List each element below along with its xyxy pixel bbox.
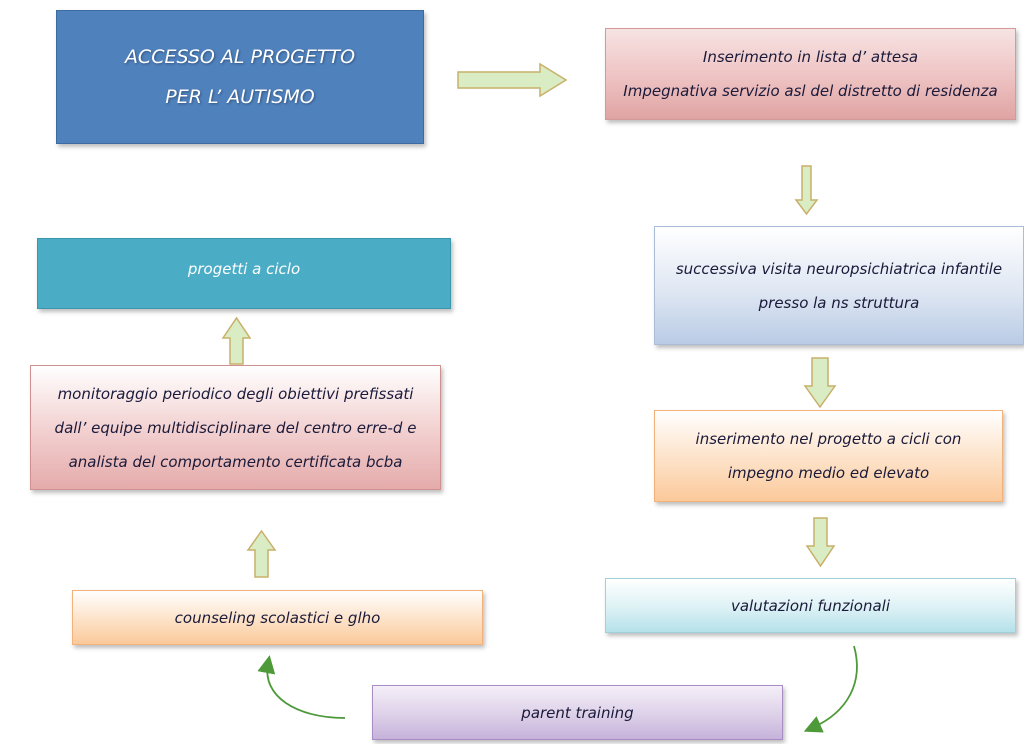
waiting-list-line: Impegnativa servizio asl del distretto d…	[623, 82, 998, 100]
evaluation-line: valutazioni funzionali	[730, 596, 891, 615]
curved-arrow-icon	[803, 645, 858, 733]
insertion-line: impegno medio ed elevato	[727, 464, 930, 482]
insertion-line: inserimento nel progetto a cicli con	[695, 430, 962, 448]
curved-arrow-icon	[257, 655, 346, 719]
counseling-line: counseling scolastici e glho	[174, 608, 381, 627]
arrow-down-icon	[803, 357, 837, 409]
parent-training-line: parent training	[521, 703, 634, 722]
arrow-up-icon	[221, 316, 252, 365]
cycle-projects-box: progetti a ciclo	[37, 238, 451, 309]
start-box-line: PER L’ AUTISMO	[165, 86, 315, 108]
start-box-line: ACCESSO AL PROGETTO	[124, 46, 356, 68]
visit-line: presso la ns struttura	[758, 293, 920, 312]
waiting-list-box: Inserimento in lista d’ attesa Impegnati…	[605, 28, 1016, 120]
visit-line: successiva visita neuropsichiatrica infa…	[675, 259, 1003, 278]
functional-evaluation-box: valutazioni funzionali	[605, 578, 1016, 633]
neuropsychiatric-visit-box: successiva visita neuropsichiatrica infa…	[654, 226, 1024, 345]
project-insertion-box: inserimento nel progetto a cicli con imp…	[654, 410, 1003, 502]
monitoring-line: analista del comportamento certificata b…	[68, 452, 403, 471]
arrow-up-icon	[246, 529, 277, 578]
arrow-right-icon	[457, 62, 568, 98]
waiting-list-line: Inserimento in lista d’ attesa	[702, 48, 919, 66]
monitoring-line: dall’ equipe multidisciplinare del centr…	[54, 418, 417, 437]
arrow-down-icon	[794, 165, 819, 216]
cycle-projects-line: progetti a ciclo	[187, 259, 301, 278]
monitoring-line: monitoraggio periodico degli obiettivi p…	[57, 384, 414, 403]
start-box: ACCESSO AL PROGETTO PER L’ AUTISMO	[56, 10, 424, 144]
parent-training-box: parent training	[372, 685, 783, 740]
arrow-down-icon	[805, 517, 836, 568]
periodic-monitoring-box: monitoraggio periodico degli obiettivi p…	[30, 365, 441, 490]
school-counseling-box: counseling scolastici e glho	[72, 590, 483, 645]
